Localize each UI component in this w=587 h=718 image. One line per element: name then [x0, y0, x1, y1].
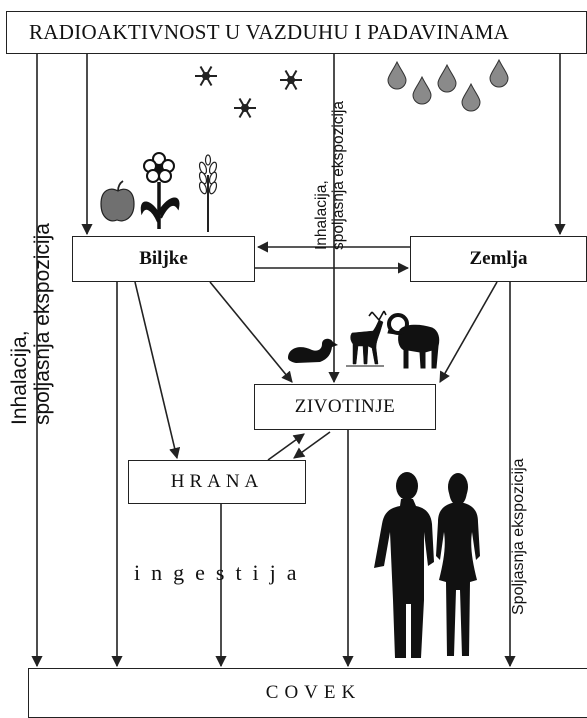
label-inhalation-mid-line2: spoljasnja ekspozicija [330, 101, 347, 250]
node-zivotinje: ZIVOTINJE [254, 384, 436, 430]
apple-icon [101, 181, 134, 221]
diagram-title: RADIOAKTIVNOST U VAZDUHU I PADAVINAMA [29, 20, 509, 45]
raindrop-icon [490, 60, 508, 87]
raindrop-icon [438, 65, 456, 92]
label-inhalation-left-line1: Inhalacija, [8, 223, 31, 425]
wheat-icon [198, 155, 218, 232]
label-inhalation-mid: Inhalacija, spoljasnja ekspozicija [313, 101, 347, 250]
raindrop-icons [388, 60, 508, 111]
node-biljke-label: Biljke [139, 248, 188, 270]
node-covek-label: COVEK [266, 682, 361, 704]
title-box: RADIOAKTIVNOST U VAZDUHU I PADAVINAMA [6, 11, 587, 54]
node-zemlja-label: Zemlja [469, 248, 527, 270]
node-hrana: HRANA [128, 460, 306, 504]
label-ingestion: ingestija [134, 560, 308, 586]
man-silhouette-icon [374, 472, 434, 658]
node-zivotinje-label: ZIVOTINJE [295, 396, 396, 418]
ram-icon [388, 315, 439, 368]
arrow-hrana-to-zivotinje [268, 434, 304, 460]
snowflake-icons [195, 67, 302, 118]
raindrop-icon [462, 84, 480, 111]
woman-silhouette-icon [436, 473, 480, 656]
arrow-biljke-to-hrana [135, 282, 177, 458]
snowflake-icon [234, 99, 256, 118]
node-hrana-label: HRANA [171, 471, 264, 493]
label-external-exposure-right: Spoljasnja ekspozicija [510, 458, 528, 615]
arrow-zivotinje-to-hrana [294, 432, 330, 458]
label-inhalation-left: Inhalacija, spoljasnja ekspozicija [8, 223, 54, 425]
flower-icon [142, 153, 179, 229]
node-biljke: Biljke [72, 236, 255, 282]
label-inhalation-left-line2: spoljasnja ekspozicija [31, 223, 54, 425]
node-covek: COVEK [28, 668, 587, 718]
snowflake-icon [195, 67, 217, 86]
raindrop-icon [413, 77, 431, 104]
snowflake-icon [280, 71, 302, 90]
arrow-zemlja-to-zivotinje [440, 282, 497, 382]
arrow-biljke-to-zivotinje [210, 282, 292, 382]
label-inhalation-mid-line1: Inhalacija, [313, 101, 330, 250]
raindrop-icon [388, 62, 406, 89]
duck-icon [288, 339, 338, 363]
deer-icon [346, 311, 386, 366]
node-zemlja: Zemlja [410, 236, 587, 282]
